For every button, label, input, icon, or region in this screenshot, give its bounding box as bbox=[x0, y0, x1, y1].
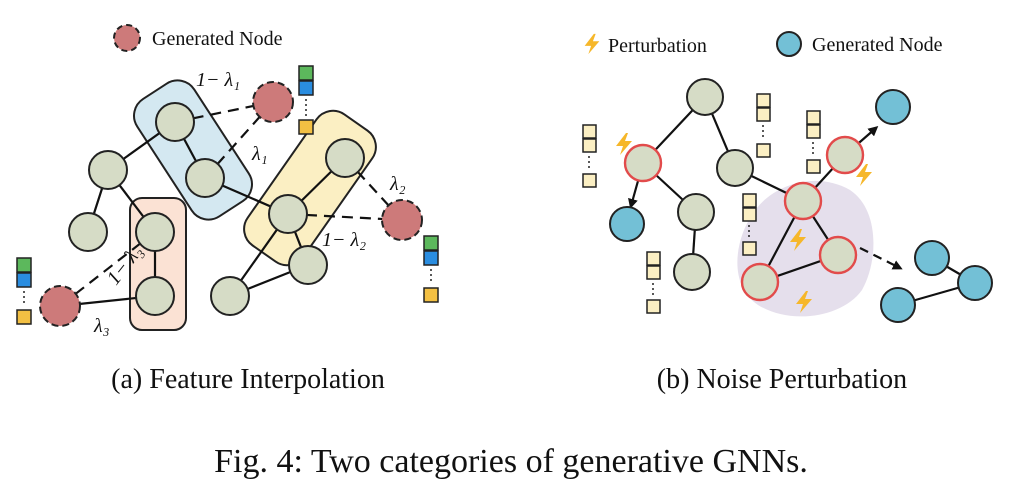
dashed-edge bbox=[344, 157, 403, 221]
feature-cell-green bbox=[423, 235, 439, 251]
perturbed-node bbox=[825, 135, 865, 175]
graph-node bbox=[716, 149, 754, 187]
feature-cell-yellow bbox=[16, 309, 32, 325]
feature-vector bbox=[16, 257, 32, 325]
feature-cell bbox=[582, 138, 597, 153]
feature-vector bbox=[423, 235, 439, 303]
generated-node bbox=[914, 240, 950, 276]
panel-feature-interpolation: Generated Node bbox=[16, 24, 439, 395]
label-lambda1: λ₁ bbox=[251, 143, 268, 165]
graph-node bbox=[185, 158, 225, 198]
generated-node bbox=[957, 265, 993, 301]
nodes-a bbox=[68, 102, 365, 316]
graph-node bbox=[673, 253, 711, 291]
feature-cell-blue bbox=[298, 80, 314, 96]
generated-node bbox=[252, 81, 294, 123]
feature-cell-green bbox=[298, 65, 314, 81]
generated-nodes-a bbox=[39, 81, 423, 327]
generated-nodes-b bbox=[609, 89, 993, 323]
graph-node bbox=[68, 212, 108, 252]
feature-vector bbox=[742, 193, 757, 256]
feature-cell-blue bbox=[423, 250, 439, 266]
generated-node bbox=[39, 285, 81, 327]
feature-cell bbox=[646, 251, 661, 266]
legend-generated-node-icon bbox=[776, 31, 802, 57]
legend-generated-node-label: Generated Node bbox=[812, 34, 943, 56]
nodes-b bbox=[673, 78, 754, 291]
caption-b: (b) Noise Perturbation bbox=[657, 364, 907, 395]
feature-cell bbox=[646, 265, 661, 280]
feature-cell bbox=[756, 93, 771, 108]
perturbed-node bbox=[818, 235, 858, 275]
legend-perturbation: Perturbation bbox=[584, 33, 707, 57]
perturbed-node bbox=[740, 262, 780, 302]
feature-vector bbox=[646, 251, 661, 314]
feature-cell bbox=[756, 143, 771, 158]
graph-node bbox=[677, 193, 715, 231]
generated-node bbox=[381, 199, 423, 241]
generated-node bbox=[609, 206, 645, 242]
graph-node bbox=[135, 212, 175, 252]
feature-cell bbox=[582, 173, 597, 188]
feature-cell bbox=[582, 124, 597, 139]
feature-vector bbox=[806, 110, 821, 174]
perturbed-node bbox=[623, 143, 663, 183]
graph-node bbox=[88, 150, 128, 190]
arrow-dashed-to-subgraph bbox=[859, 247, 903, 270]
perturbed-node bbox=[783, 181, 823, 221]
feature-cell bbox=[742, 241, 757, 256]
legend-generated-node-label: Generated Node bbox=[152, 28, 283, 50]
feature-cell bbox=[756, 107, 771, 122]
legend-perturbation-label: Perturbation bbox=[608, 35, 707, 57]
graph-node bbox=[210, 276, 250, 316]
panel-noise-perturbation: Perturbation Generated Node bbox=[582, 31, 993, 395]
perturbed-nodes bbox=[623, 135, 865, 302]
feature-cell bbox=[646, 299, 661, 314]
feature-cell-green bbox=[16, 257, 32, 273]
feature-cell bbox=[806, 159, 821, 174]
graph-node bbox=[135, 276, 175, 316]
graph-node bbox=[155, 102, 195, 142]
feature-cell-yellow bbox=[298, 119, 314, 135]
label-one-minus-lambda1: 1− λ₁ bbox=[196, 69, 240, 91]
generated-node bbox=[880, 287, 916, 323]
legend-generated-node-a: Generated Node bbox=[113, 24, 283, 52]
legend-generated-node-b: Generated Node bbox=[776, 31, 943, 57]
lightning-icon bbox=[584, 33, 600, 55]
label-lambda3: λ₃ bbox=[93, 315, 110, 337]
graph-node bbox=[268, 194, 308, 234]
graph-node bbox=[325, 138, 365, 178]
figure-caption: Fig. 4: Two categories of generative GNN… bbox=[214, 443, 808, 480]
feature-cell-blue bbox=[16, 272, 32, 288]
label-one-minus-lambda2: 1− λ₂ bbox=[322, 229, 366, 251]
feature-cell bbox=[806, 110, 821, 125]
feature-vector bbox=[298, 65, 314, 135]
feature-cell bbox=[742, 207, 757, 222]
feature-vector bbox=[756, 93, 771, 158]
feature-cell bbox=[806, 124, 821, 139]
caption-a: (a) Feature Interpolation bbox=[111, 364, 385, 395]
feature-vector bbox=[582, 124, 597, 188]
legend-generated-node-icon bbox=[113, 24, 141, 52]
generated-node bbox=[875, 89, 911, 125]
label-lambda2: λ₂ bbox=[389, 173, 406, 195]
feature-cell-yellow bbox=[423, 287, 439, 303]
graph-node bbox=[288, 245, 328, 285]
feature-cell bbox=[742, 193, 757, 208]
graph-node bbox=[686, 78, 724, 116]
